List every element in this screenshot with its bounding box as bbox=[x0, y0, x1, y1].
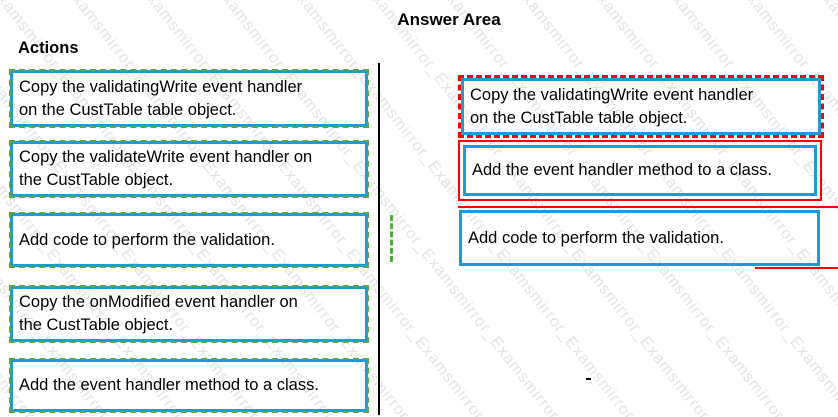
action-item-add-code[interactable]: Add code to perform the validation. bbox=[9, 212, 369, 268]
action-item-label: Copy the onModified event handler on the… bbox=[19, 293, 298, 334]
actions-header: Actions bbox=[18, 39, 79, 57]
answer-item-add-code[interactable]: Add code to perform the validation. bbox=[459, 210, 820, 266]
watermark-text: Examsmirror_Examsmirror_Examsmirror_Exam… bbox=[0, 0, 244, 417]
watermark-text: Examsmirror_Examsmirror_Examsmirror_Exam… bbox=[0, 0, 544, 417]
watermark-text: Examsmirror_Examsmirror_Examsmirror_Exam… bbox=[436, 0, 838, 417]
watermark-text: Examsmirror_Examsmirror_Examsmirror_Exam… bbox=[0, 0, 169, 417]
action-item-validatewrite[interactable]: Copy the validateWrite event handler on … bbox=[9, 140, 369, 198]
watermark-text: Examsmirror_Examsmirror_Examsmirror_Exam… bbox=[511, 0, 838, 417]
watermark-text: Examsmirror_Examsmirror_Examsmirror_Exam… bbox=[0, 0, 94, 417]
action-item-onmodified[interactable]: Copy the onModified event handler on the… bbox=[9, 285, 369, 343]
watermark-text: Examsmirror_Examsmirror_Examsmirror_Exam… bbox=[61, 0, 619, 417]
action-item-label: Copy the validateWrite event handler on … bbox=[19, 148, 313, 189]
watermark-text: Examsmirror_Examsmirror_Examsmirror_Exam… bbox=[811, 0, 838, 417]
answer-slot-1-highlight: Copy the validatingWrite event handler o… bbox=[458, 75, 824, 138]
action-item-label: Add the event handler method to a class. bbox=[19, 376, 319, 394]
column-divider bbox=[378, 63, 380, 415]
watermark-text: Examsmirror_Examsmirror_Examsmirror_Exam… bbox=[136, 0, 694, 417]
watermark-text: Examsmirror_Examsmirror_Examsmirror_Exam… bbox=[211, 0, 769, 417]
answer-item-label: Copy the validatingWrite event handler o… bbox=[470, 85, 754, 127]
answer-area-title: Answer Area bbox=[397, 10, 501, 29]
watermark-text: Examsmirror_Examsmirror_Examsmirror_Exam… bbox=[586, 0, 838, 417]
answer-slot-3-highlight-top bbox=[458, 206, 838, 208]
answer-item-add-handler-method[interactable]: Add the event handler method to a class. bbox=[463, 145, 817, 196]
answer-item-validatingwrite[interactable]: Copy the validatingWrite event handler o… bbox=[461, 78, 821, 135]
action-item-add-handler-method[interactable]: Add the event handler method to a class. bbox=[9, 358, 369, 413]
watermark-text: Examsmirror_Examsmirror_Examsmirror_Exam… bbox=[736, 0, 838, 417]
watermark-text: Examsmirror_Examsmirror_Examsmirror_Exam… bbox=[361, 0, 838, 417]
watermark-text: Examsmirror_Examsmirror_Examsmirror_Exam… bbox=[661, 0, 838, 417]
answer-slot-2-highlight: Add the event handler method to a class. bbox=[458, 140, 822, 201]
action-item-validatingwrite[interactable]: Copy the validatingWrite event handler o… bbox=[9, 69, 369, 128]
watermark-text: Examsmirror_Examsmirror_Examsmirror_Exam… bbox=[0, 0, 319, 417]
action-item-label: Copy the validatingWrite event handler o… bbox=[19, 77, 303, 119]
watermark-text: Examsmirror_Examsmirror_Examsmirror_Exam… bbox=[0, 0, 469, 417]
watermark-text: Examsmirror_Examsmirror_Examsmirror_Exam… bbox=[286, 0, 838, 417]
action-item-label: Add code to perform the validation. bbox=[19, 230, 275, 249]
stray-mark bbox=[586, 378, 591, 380]
answer-item-label: Add the event handler method to a class. bbox=[472, 161, 772, 179]
watermark-text: Examsmirror_Examsmirror_Examsmirror_Exam… bbox=[0, 0, 394, 417]
answer-slot-3-highlight-bottom bbox=[755, 267, 838, 269]
answer-item-label: Add code to perform the validation. bbox=[468, 228, 724, 247]
drop-indicator-dashes bbox=[390, 215, 393, 262]
